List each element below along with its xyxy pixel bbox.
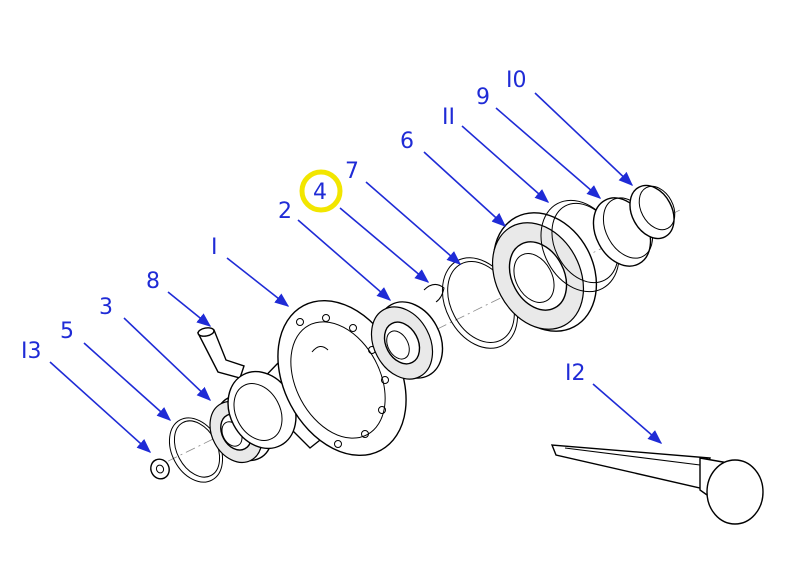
part-8-fitting[interactable] xyxy=(196,327,245,379)
leader-line-12 xyxy=(592,383,663,444)
callout-label-11: II xyxy=(442,105,455,130)
callout-label-1: I xyxy=(211,235,218,260)
callout-label-12: I2 xyxy=(565,361,586,386)
leader-line-9 xyxy=(495,107,602,199)
leader-line-6 xyxy=(423,151,507,227)
callout-label-9: 9 xyxy=(476,85,490,110)
leader-line-3 xyxy=(123,317,212,401)
callout-4-highlight-ring xyxy=(299,169,343,213)
leader-line-7 xyxy=(365,181,462,265)
leader-line-11 xyxy=(461,125,550,203)
part-4-clip[interactable] xyxy=(423,284,445,303)
leader-line-13 xyxy=(49,361,152,453)
leader-line-8 xyxy=(167,291,212,327)
leader-line-10 xyxy=(534,92,634,186)
leader-line-5 xyxy=(83,342,172,421)
leader-line-1 xyxy=(226,257,290,307)
callout-label-10: I0 xyxy=(506,68,527,93)
part-10-ring[interactable] xyxy=(621,178,683,246)
callout-label-7: 7 xyxy=(345,159,359,184)
leader-line-4 xyxy=(339,207,430,283)
callout-label-2: 2 xyxy=(278,199,292,224)
callout-label-8: 8 xyxy=(146,269,160,294)
leader-line-2 xyxy=(297,219,392,301)
callout-label-4: 4 xyxy=(313,180,327,205)
part-6-seal[interactable] xyxy=(474,195,617,350)
callout-label-13: I3 xyxy=(21,339,42,364)
callout-label-3: 3 xyxy=(99,295,113,320)
callout-label-6: 6 xyxy=(400,129,414,154)
part-2-bearing[interactable] xyxy=(359,291,455,390)
part-12-grease-tube[interactable] xyxy=(550,444,764,525)
callout-label-5: 5 xyxy=(60,319,74,344)
part-13-washer[interactable] xyxy=(148,456,173,482)
